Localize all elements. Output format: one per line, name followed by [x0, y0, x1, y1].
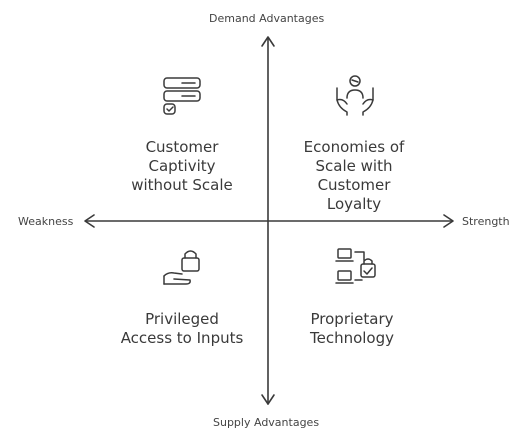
quadrant-top-left-text: Customer Captivity without Scale	[131, 138, 233, 194]
arrow-down	[261, 394, 275, 405]
arrow-up	[261, 36, 275, 47]
quadrant-top-right-text: Economies of Scale with Customer Loyalty	[303, 138, 405, 213]
arrow-right	[443, 214, 454, 228]
quadrant-bottom-right-text: Proprietary Technology	[309, 310, 395, 347]
server-stack-icon	[163, 77, 201, 115]
axis-label-right: Strength	[462, 215, 510, 228]
axis-label-left: Weakness	[18, 215, 74, 228]
quadrant-bottom-left-text: Privileged Access to Inputs	[120, 310, 244, 347]
axis-label-bottom: Supply Advantages	[213, 416, 320, 429]
hand-lock-icon	[163, 250, 200, 285]
arrow-left	[84, 214, 95, 228]
axis-label-top: Demand Advantages	[209, 12, 325, 25]
secure-devices-icon	[335, 248, 376, 284]
hands-holding-person-icon	[336, 75, 374, 116]
